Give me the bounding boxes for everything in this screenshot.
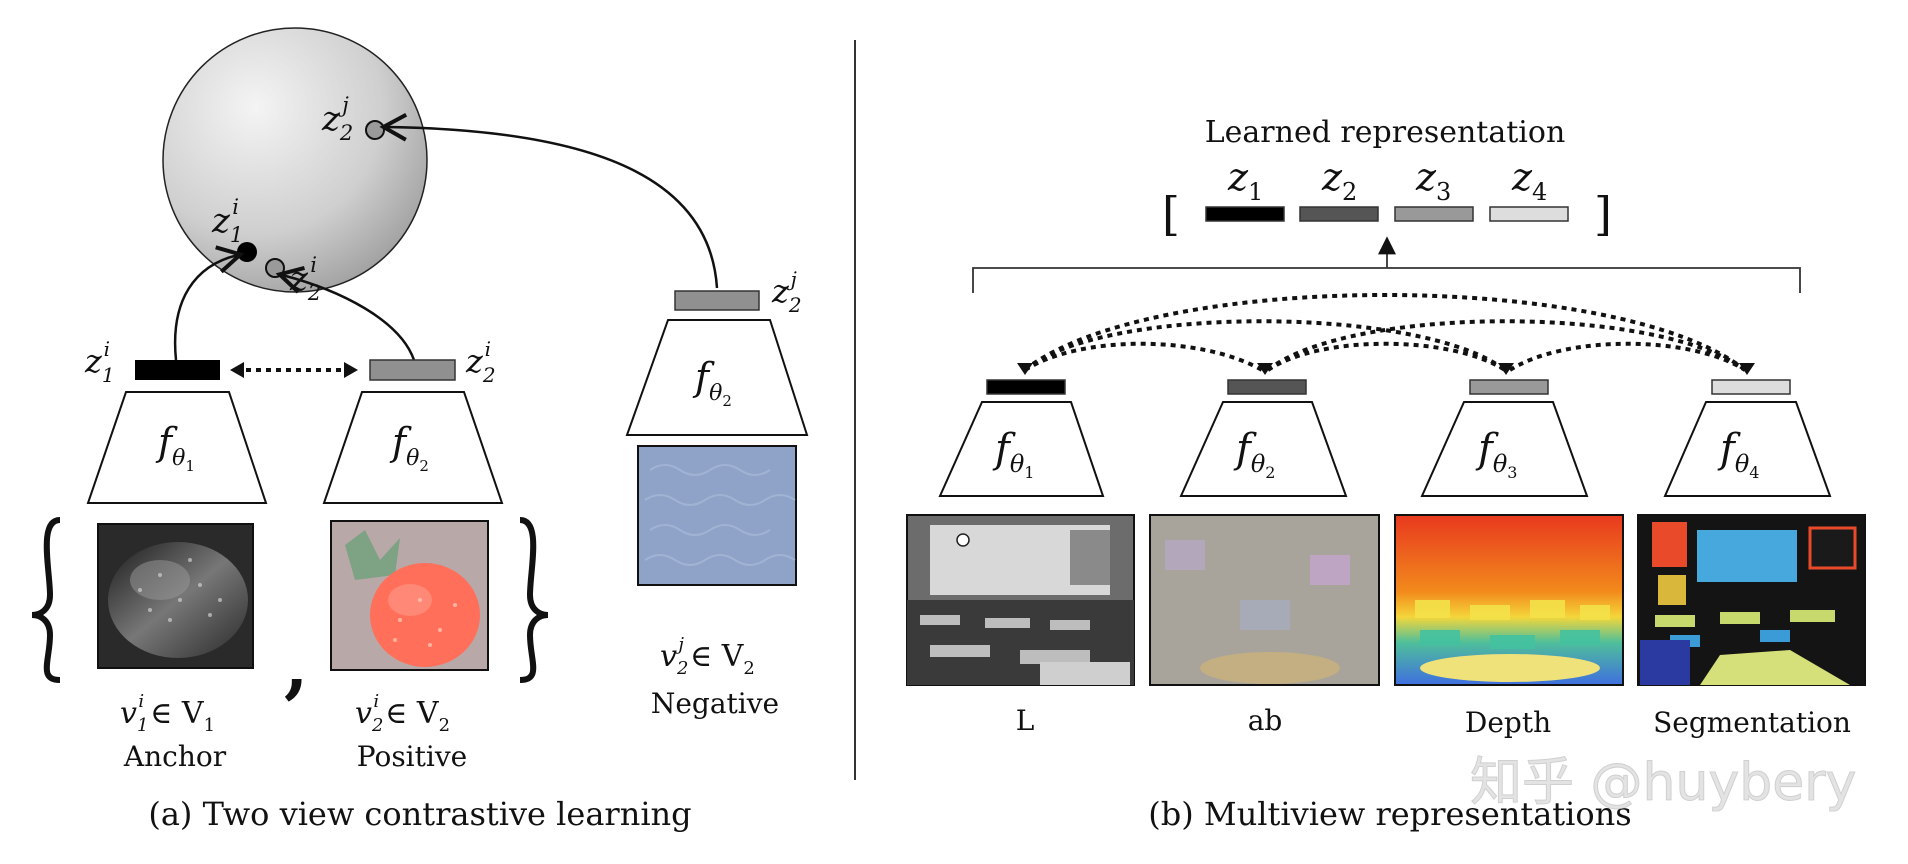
sphere-label-z2j: z2j [321,93,353,145]
learned-representation-title: Learned representation [1205,115,1566,150]
link-arrowhead-left [230,362,244,378]
view-label-positive: v2i∈ V2 [355,691,450,736]
arrow-positive-to-z2i [275,265,416,361]
feature-label-negative: z2j [771,267,802,317]
view-image-ab [1149,514,1380,686]
latent-bar-z4 [1489,206,1569,222]
feature-bar-enc2 [1227,379,1307,395]
feature-bar-enc1 [986,379,1066,395]
negative-image [637,445,797,586]
feature-bar-anchor [135,360,220,380]
sphere-label-z1i: z1i [211,195,243,247]
encoder-anchor [86,391,268,504]
bracket-close: ] [1594,187,1612,241]
link-1-4 [1023,293,1747,372]
link-1-3 [1023,319,1507,372]
view-name-negative: Negative [651,687,779,720]
latent-bar-z3 [1394,206,1474,222]
feature-bar-enc3 [1469,379,1549,395]
panel-a: z1i z2i z2j z1i z2i z2j [31,27,809,833]
left-brace [31,517,61,683]
view-name-positive: Positive [357,740,467,773]
encoder-label-enc2: fθ2 [1233,426,1275,482]
watermark: 知乎 @huybery [1470,753,1856,813]
latent-label-z2: z2 [1321,155,1357,206]
view-image-L [906,514,1135,686]
link-arrowhead-right [344,362,358,378]
pairwise-links [1023,293,1747,372]
feature-label-positive: z2i [465,337,496,387]
positive-image [330,520,489,671]
latent-bar-z1 [1205,206,1285,222]
link-2-4 [1266,319,1747,372]
link-2-3 [1266,341,1507,372]
feature-bar-enc4 [1711,379,1791,395]
point-z2j [365,120,385,140]
view-label-depth: Depth [1465,706,1551,739]
view-label-anchor: v1i∈ V1 [120,691,215,736]
view-label-ab: ab [1248,704,1283,737]
encoder-enc2 [1179,401,1348,497]
view-image-depth [1394,514,1624,686]
view-image-segmentation [1637,514,1866,686]
feature-label-anchor: z1i [84,337,115,387]
link-3-4 [1508,341,1747,372]
anchor-image [97,523,254,669]
panel-b: Learned representation z1 z2 z3 z4 [ ] [906,115,1866,833]
arrowhead-enc2 [1257,363,1273,375]
view-label-segmentation: Segmentation [1653,706,1851,739]
encoder-enc4 [1663,401,1832,497]
encoder-negative [625,319,809,436]
view-label-negative: v2j∈ V2 [660,634,755,679]
latent-bar-z2 [1299,206,1379,222]
arrowhead-enc4 [1739,363,1755,375]
arrowhead-enc3 [1498,363,1514,375]
encoder-positive [322,391,504,504]
panel-a-caption: (a) Two view contrastive learning [148,795,691,833]
arrow-negative-to-z2j [379,113,719,289]
latent-label-z4: z4 [1511,155,1547,206]
arrowhead-enc1 [1017,363,1033,375]
embedding-sphere [162,27,428,293]
encoder-enc3 [1420,401,1589,497]
latent-label-z3: z3 [1415,155,1451,206]
link-arrowheads [1017,363,1755,375]
view-name-anchor: Anchor [123,740,227,773]
bracket-open: [ [1162,187,1180,241]
aggregation-line [972,267,1801,293]
feature-bar-positive [369,359,456,381]
right-brace [519,517,549,683]
feature-bar-negative [674,290,760,311]
comma-separator: , [284,624,308,707]
point-z2i [265,258,285,278]
arrow-anchor-to-z1i [173,245,245,361]
encoder-enc1 [938,401,1105,497]
view-label-L: L [1016,704,1035,737]
latent-label-z1: z1 [1227,155,1263,206]
link-1-2 [1023,341,1263,372]
panel-b-caption: (b) Multiview representations [1148,795,1631,833]
